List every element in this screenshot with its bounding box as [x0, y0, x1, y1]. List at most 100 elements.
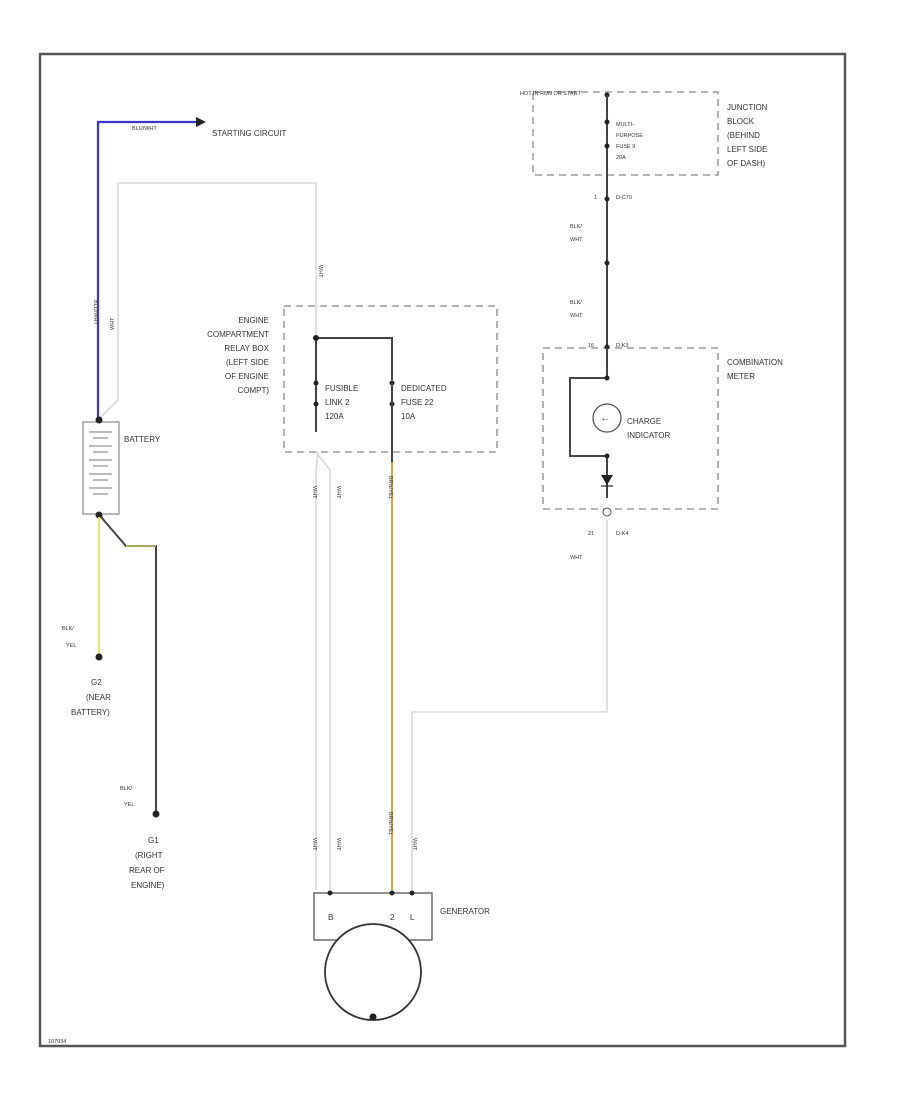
terminal-b-label: B [328, 913, 333, 922]
combination-meter-label-1: COMBINATION [727, 358, 783, 367]
junction-block-label-1: JUNCTION [727, 103, 768, 112]
fuse9-label-4: 20A [616, 155, 626, 161]
junction-block-label-5: OF DASH) [727, 159, 766, 168]
wire-label-wht-b: WHT [335, 486, 341, 499]
connector-d-c70 [604, 196, 610, 202]
junction-block-label-2: BLOCK [727, 117, 755, 126]
generator-terminal-2-dot [389, 890, 395, 896]
fuse9-bottom [604, 143, 610, 149]
connector-d-k4 [602, 507, 612, 517]
generator-terminal-b-dot [327, 890, 333, 896]
fusible-link-label-3: 120A [325, 412, 344, 421]
hot-in-run-label: HOT IN RUN OR START [520, 91, 581, 97]
junction-block-label-3: (BEHIND [727, 131, 760, 140]
wire-label-wht-c: WHT [311, 838, 317, 851]
footer-code: 107034 [48, 1039, 66, 1045]
charge-indicator-label-2: INDICATOR [627, 431, 670, 440]
g2-ground-point [95, 653, 103, 661]
dedicated-fuse-label-3: 10A [401, 412, 416, 421]
k4-pin: 21 [588, 531, 594, 537]
c70-pin: 1 [594, 195, 597, 201]
fuse9-label-2: PURPOSE [616, 133, 643, 139]
relay-internal-bus [316, 337, 393, 380]
fuse9-top [604, 119, 610, 125]
wire-label-wht-d: WHT [335, 838, 341, 851]
diagram-frame [38, 52, 847, 1048]
white-wire-battery-relay [99, 182, 317, 419]
fuse9-label-1: MULTI- [616, 122, 634, 128]
dedicated-fuse-label-1: DEDICATED [401, 384, 447, 393]
meter-diode [601, 475, 613, 485]
relay-box-label-2: COMPARTMENT [207, 330, 269, 339]
battery-body [82, 421, 120, 515]
relay-box-label-3: RELAY BOX [224, 344, 269, 353]
wire-label-orange-1: BRN/YEL [387, 476, 393, 500]
meter-bottom-node [604, 453, 610, 459]
g2-label-1: G2 [91, 678, 102, 687]
combination-meter-label-2: METER [727, 372, 755, 381]
junction-block-label-4: LEFT SIDE [727, 145, 767, 154]
white-wire-meter-gen [411, 520, 608, 890]
generator-terminal-l-dot [409, 890, 415, 896]
charge-indicator-symbol: +− [602, 417, 608, 423]
g1-wire-label-1: BLK/ [120, 786, 132, 792]
blk-wht-label-2b: WHT [570, 313, 583, 319]
generator-ground-point [369, 1013, 377, 1021]
relay-box-label-4: (LEFT SIDE [226, 358, 269, 367]
fusible-link-label-2: LINK 2 [325, 398, 350, 407]
junction-block-box [532, 91, 719, 176]
g2-label-3: BATTERY) [71, 708, 110, 717]
bus-junction [313, 335, 319, 341]
fusible-link-label-1: FUSIBLE [325, 384, 358, 393]
blk-wht-label-2a: BLK/ [570, 300, 582, 306]
g1-ground-point [152, 810, 160, 818]
g1-label-1: G1 [148, 836, 159, 845]
wht-label-k4: WHT [570, 555, 583, 561]
g2-wire-label-1: BLK/ [62, 626, 74, 632]
starting-circuit-label: STARTING CIRCUIT [212, 129, 286, 138]
terminal-2-label: 2 [390, 913, 395, 922]
blk-wht-label-1b: WHT [570, 237, 583, 243]
white-label-battery: WHT [110, 317, 116, 330]
wire-label-wht-e: WHT [411, 838, 417, 851]
fusible-link-bottom [313, 401, 319, 407]
dark-ground-wire [100, 516, 157, 813]
relay-box-label-5: OF ENGINE [225, 372, 269, 381]
blue-wire-label-horiz: BLU/WHT [132, 126, 157, 132]
meter-top-node [604, 375, 610, 381]
wire-label-wht-a: WHT [311, 486, 317, 499]
relay-box-label-1: ENGINE [238, 316, 269, 325]
g2-label-2: (NEAR [86, 693, 111, 702]
white-label-top: WHT [317, 265, 323, 278]
mid-splice [604, 260, 610, 266]
relay-box-label-6: COMPT) [237, 386, 269, 395]
dedicated-fuse-label-2: FUSE 22 [401, 398, 434, 407]
blue-wire [96, 120, 198, 420]
white-wire-gen-b2 [315, 451, 319, 890]
generator-label: GENERATOR [440, 907, 490, 916]
c70-id: D-C70 [616, 195, 632, 201]
g1-wire-label-2: YEL [124, 802, 134, 808]
combination-meter-box [542, 347, 719, 510]
blk-wht-label-1a: BLK/ [570, 224, 582, 230]
g1-label-2: (RIGHT [135, 851, 163, 860]
battery-negative-terminal [95, 511, 103, 519]
connector-d-k3 [604, 344, 610, 350]
battery-positive-terminal [95, 416, 103, 424]
terminal-l-label: L [410, 913, 415, 922]
g1-label-4: ENGINE) [131, 881, 165, 890]
blue-wire-label-vert: BLU/WHT [92, 300, 98, 325]
g1-label-3: REAR OF [129, 866, 165, 875]
white-wire-gen-b1 [315, 451, 331, 890]
starting-circuit-arrow [196, 117, 206, 127]
battery-cells [89, 431, 112, 495]
generator-body [324, 923, 422, 1021]
g2-wire-label-2: YEL [66, 643, 76, 649]
battery-label: BATTERY [124, 435, 161, 444]
meter-internal-circuit [569, 348, 608, 498]
charge-indicator-lamp [592, 403, 622, 433]
charge-indicator-label-1: CHARGE [627, 417, 661, 426]
fusible-link-top [313, 380, 319, 386]
k3-pin: 16 [588, 343, 594, 349]
